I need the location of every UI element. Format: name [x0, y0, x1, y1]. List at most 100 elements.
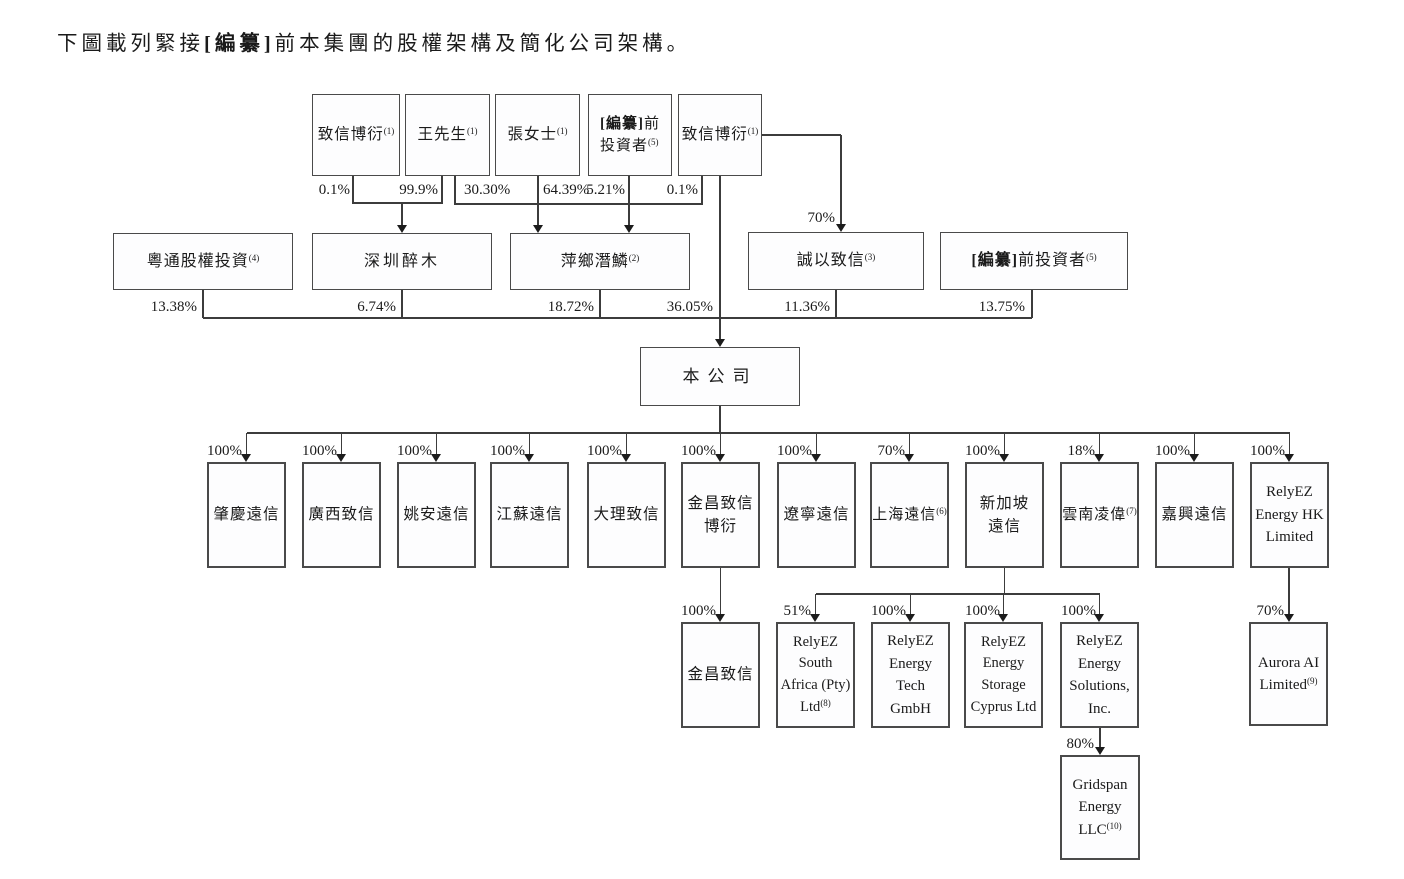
connector-line [246, 432, 1290, 434]
node-label: 誠以致信(3) [797, 249, 876, 273]
node-label-line: 粵通股權投資(4) [147, 250, 260, 274]
node-label-line: [編纂]前 [600, 113, 660, 136]
connector-line [1099, 728, 1101, 749]
text-segment: Aurora AI [1257, 654, 1320, 671]
arrowhead-down-icon [1283, 613, 1294, 622]
node-mr-wang: 王先生(1) [405, 94, 490, 176]
connector-line [628, 176, 630, 226]
node-ms-zhang: 張女士(1) [495, 94, 580, 176]
node-label-line: 大理致信 [593, 503, 659, 526]
ownership-percent-label: 100% [871, 603, 906, 619]
node-label: 致信博衍(1) [318, 123, 395, 146]
node-label: [編纂]前投資者(5) [600, 113, 660, 158]
connector-line [1003, 568, 1006, 595]
node-pingxiang-qianlin: 萍鄉潛鱗(2) [510, 233, 690, 290]
ownership-percent-label: 100% [965, 603, 1000, 619]
node-label-line: Inc. [1069, 698, 1129, 721]
node-label: 嘉興遠信 [1161, 503, 1227, 526]
node-label: 深圳醉木 [364, 250, 440, 274]
node-liaoning: 遼寧遠信 [777, 462, 856, 568]
connector-line [1193, 433, 1196, 456]
node-label: 金昌致信 [687, 663, 753, 686]
node-label-line: Cyprus Ltd [971, 697, 1037, 719]
text-segment: Tech [896, 678, 925, 694]
node-pre-investors-top: [編纂]前投資者(5) [588, 94, 672, 176]
connector-line [701, 176, 703, 205]
footnote-superscript: (1) [557, 126, 568, 137]
arrowhead-down-icon [532, 224, 543, 233]
node-label-line: 張女士(1) [507, 123, 567, 146]
connector-line [815, 593, 1100, 595]
connector-line [454, 176, 456, 205]
node-label-line: 肇慶遠信 [213, 503, 279, 526]
node-shenzhen-zuimu: 深圳醉木 [312, 233, 492, 290]
node-yunnan-lingwei: 雲南凌偉(7) [1060, 462, 1139, 568]
connector-line [909, 594, 912, 616]
footnote-superscript: (6) [936, 505, 947, 516]
text-segment: Inc. [1088, 700, 1111, 717]
arrowhead-down-icon [1094, 453, 1104, 462]
footnote-superscript: (5) [1086, 252, 1097, 262]
text-segment: 誠以致信 [796, 252, 865, 269]
connector-line [908, 433, 911, 456]
node-label-line: 新加坡 [980, 492, 1030, 515]
text-segment: South [798, 655, 833, 672]
ownership-percent-label: 5.21% [586, 182, 625, 198]
text-segment: Limited [1265, 529, 1314, 546]
node-label-line: RelyEZ [1069, 630, 1129, 653]
text-segment: RelyEZ [1076, 633, 1123, 649]
node-zhixinboyan-2: 致信博衍(1) [678, 94, 762, 176]
node-label: 新加坡遠信 [980, 492, 1030, 539]
ownership-percent-label: 100% [207, 443, 242, 459]
node-singapore: 新加坡遠信 [965, 462, 1044, 568]
node-label: 本公司 [683, 364, 758, 390]
node-label-line: 致信博衍(1) [682, 123, 759, 146]
ownership-percent-label: 100% [965, 443, 1000, 459]
node-label: [編纂]前投資者(5) [971, 249, 1096, 273]
text-segment: 肇慶遠信 [213, 506, 280, 524]
text-segment: [編纂] [599, 115, 644, 132]
node-label-line: Tech [887, 675, 934, 698]
node-label: 姚安遠信 [403, 503, 469, 526]
connector-line [401, 290, 403, 318]
node-label-line: 誠以致信(3) [797, 249, 876, 273]
ownership-percent-label: 36.05% [666, 299, 713, 315]
text-segment: Ltd [800, 698, 821, 715]
node-label-line: Energy [887, 653, 934, 676]
connector-line [719, 406, 721, 433]
ownership-percent-label: 100% [587, 443, 622, 459]
text-segment: 遼寧遠信 [783, 506, 850, 524]
text-segment: RelyEZ [792, 633, 839, 650]
text-segment: Africa (Pty) [780, 677, 851, 693]
ownership-percent-label: 6.74% [357, 299, 396, 315]
ownership-percent-label: 30.30% [464, 182, 511, 198]
connector-line [1098, 594, 1101, 616]
connector-line [435, 433, 438, 456]
arrowhead-down-icon [524, 453, 534, 462]
node-chengyi-zhixin: 誠以致信(3) [748, 232, 924, 290]
footnote-superscript: (4) [248, 252, 260, 263]
text-segment: Energy HK [1255, 506, 1324, 523]
node-label: 王先生(1) [417, 123, 477, 146]
node-label-line: Energy [971, 653, 1037, 675]
ownership-percent-label: 51% [783, 603, 812, 619]
node-label: 遼寧遠信 [783, 503, 849, 526]
text-segment: 上海遠信 [872, 506, 937, 523]
node-label-line: 遼寧遠信 [783, 503, 849, 526]
arrowhead-down-icon [715, 453, 725, 462]
text-segment: RelyEZ [887, 633, 934, 649]
text-segment: 深圳醉木 [363, 252, 440, 270]
node-label: 肇慶遠信 [213, 503, 279, 526]
node-label-line: RelyEZ [971, 632, 1037, 654]
arrowhead-down-icon [905, 613, 915, 622]
arrowhead-down-icon [715, 613, 725, 622]
ownership-percent-label: 100% [397, 443, 432, 459]
node-the-company: 本公司 [640, 347, 800, 406]
ownership-percent-label: 18% [1067, 443, 1096, 459]
